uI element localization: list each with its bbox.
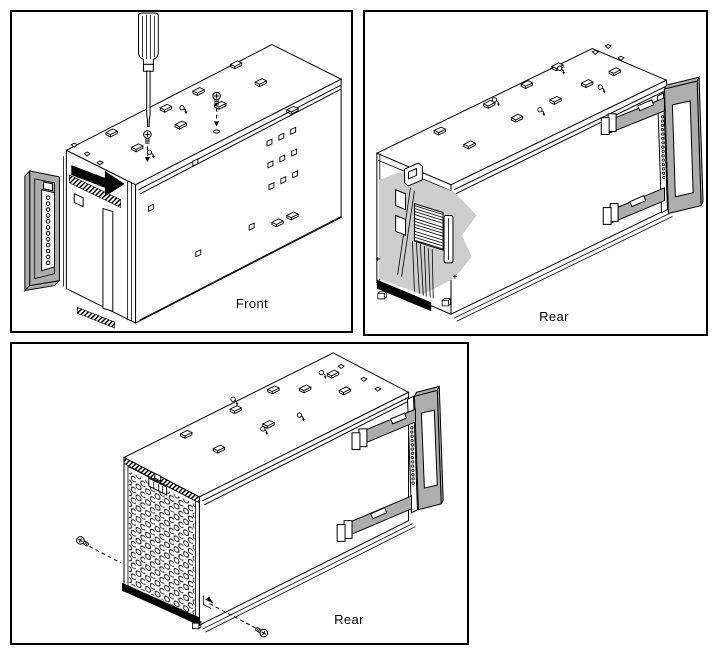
enclosure-front-face — [65, 149, 137, 324]
flange-holes — [660, 115, 666, 180]
panel-front-view: Front — [10, 10, 353, 333]
front-square-hole — [73, 192, 84, 208]
insert-arrow-icon — [71, 165, 125, 197]
panel-label-rear-2: Rear — [334, 612, 364, 627]
vent-hole-pattern — [128, 471, 195, 616]
handle-bracket — [336, 385, 444, 542]
enclosure-front-illustration — [23, 12, 343, 329]
screwdriver-icon — [138, 12, 159, 128]
screw-icon — [74, 534, 122, 564]
handle-bracket — [600, 76, 704, 225]
flange-holes — [410, 426, 415, 485]
panel-rear-view-perforated: Rear — [10, 342, 469, 645]
connector-pins — [45, 195, 51, 266]
panel-rear-view-cables: Rear — [363, 10, 708, 336]
screw-icon — [143, 130, 152, 163]
panel-label-rear-1: Rear — [539, 309, 569, 324]
panel-latch — [148, 472, 168, 496]
front-slot — [102, 207, 114, 312]
front-bezel-connector — [23, 169, 61, 292]
screw-icon — [212, 91, 221, 134]
rear-interior-cables — [375, 162, 457, 312]
screw-icon — [202, 595, 270, 639]
panel-label-front: Front — [235, 296, 269, 311]
enclosure-rear-illustration — [375, 43, 704, 322]
enclosure-rear-perforated-illustration — [74, 352, 444, 639]
